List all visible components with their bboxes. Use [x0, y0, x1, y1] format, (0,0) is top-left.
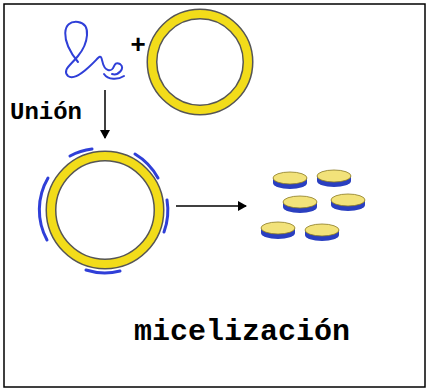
- step-label: Unión: [10, 99, 82, 126]
- disc-top: [283, 196, 317, 208]
- micelle-discs: [261, 170, 365, 241]
- disc-top: [331, 194, 365, 206]
- arrow-down: [104, 90, 106, 138]
- disc-top: [273, 172, 307, 184]
- vesicle-outline: [51, 156, 159, 264]
- vesicle: [152, 14, 248, 110]
- frame: [4, 4, 425, 387]
- disc-top: [261, 222, 295, 234]
- vesicle-outline: [152, 14, 248, 110]
- plus-sign: +: [130, 29, 145, 60]
- step-label: micelización: [134, 315, 350, 349]
- disc-top: [317, 170, 351, 182]
- bound-protein: [39, 149, 168, 273]
- disc-top: [305, 224, 339, 236]
- protein-squiggle: [65, 22, 124, 79]
- arrow-right: [176, 205, 246, 207]
- vesicle: [51, 156, 159, 264]
